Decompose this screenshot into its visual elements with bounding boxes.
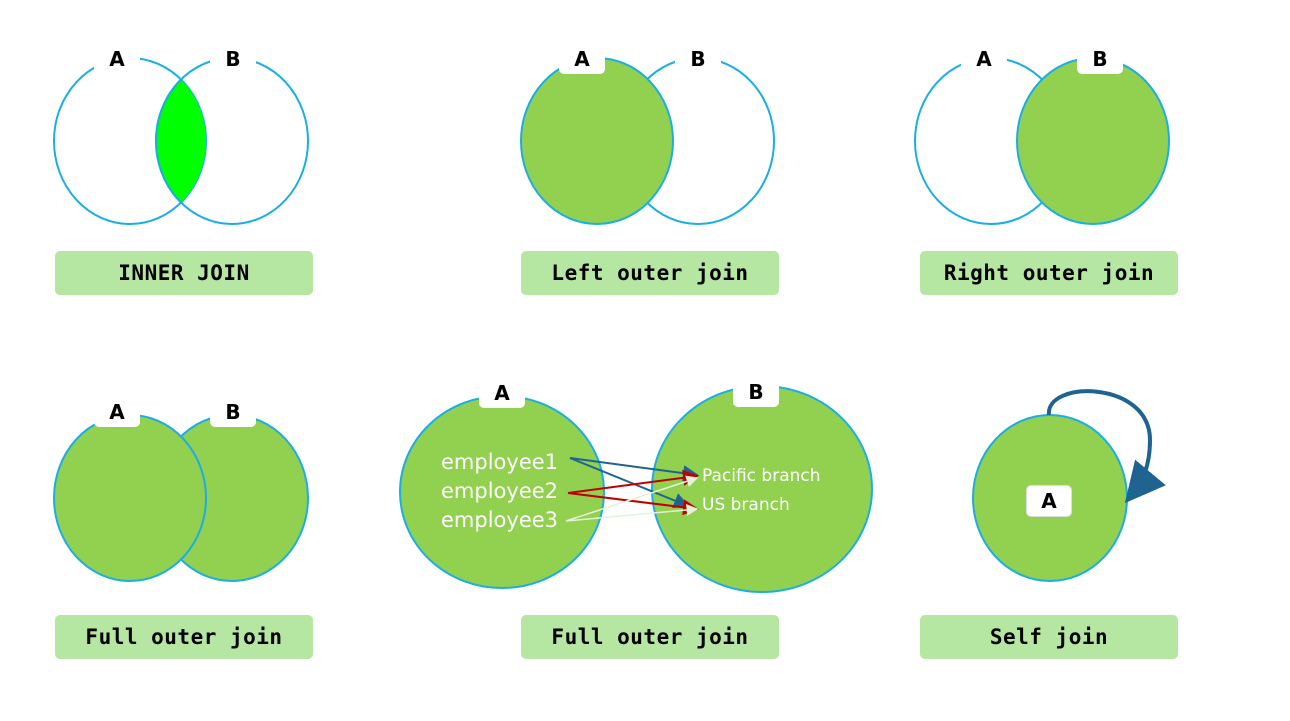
intersection-region: [155, 58, 206, 224]
set-a-tag: A: [961, 44, 1007, 74]
arrow-employee1-us: [569, 457, 690, 509]
right-outer-join-caption: Right outer join: [920, 251, 1178, 295]
set-b-circle: [651, 385, 873, 593]
arrow-employee2-pacific: [567, 469, 699, 494]
set-a-tag: A: [94, 44, 140, 74]
full-outer-join-caption: Full outer join: [55, 615, 313, 659]
inner-join-caption: INNER JOIN: [55, 251, 313, 295]
employee-label: employee1: [441, 450, 559, 474]
arrow-employee3-us: [565, 503, 699, 522]
set-b-tag: B: [675, 44, 721, 74]
set-a-circle: [520, 57, 674, 225]
set-b-tag: B: [210, 397, 256, 427]
arrow-employee1-pacific: [569, 457, 699, 482]
left-join-venn: [520, 57, 775, 225]
set-b-circle: [1016, 57, 1170, 225]
set-a-tag: A: [1026, 485, 1072, 517]
left-outer-join-caption: Left outer join: [521, 251, 779, 295]
full-join-venn: [53, 414, 309, 582]
inner-join-venn: [53, 57, 309, 225]
employee-label: employee2: [441, 479, 559, 503]
right-join-venn: [914, 57, 1170, 225]
set-a-tag: A: [479, 378, 525, 408]
branch-label: US branch: [702, 495, 790, 515]
employee-label: employee3: [441, 508, 559, 532]
set-a-tag: A: [559, 44, 605, 74]
self-join-caption: Self join: [920, 615, 1178, 659]
full-join-example: [399, 385, 873, 593]
full-outer-join-example-caption: Full outer join: [521, 615, 779, 659]
arrow-employee3-pacific: [565, 475, 699, 522]
set-a-tag: A: [94, 397, 140, 427]
arrow-employee2-us: [567, 492, 699, 516]
self-reference-arrow: [1046, 389, 1166, 504]
set-b-tag: B: [1077, 44, 1123, 74]
set-a-circle: [53, 414, 207, 582]
branch-label: Pacific branch: [702, 466, 821, 486]
set-b-tag: B: [210, 44, 256, 74]
set-b-tag: B: [733, 377, 779, 407]
